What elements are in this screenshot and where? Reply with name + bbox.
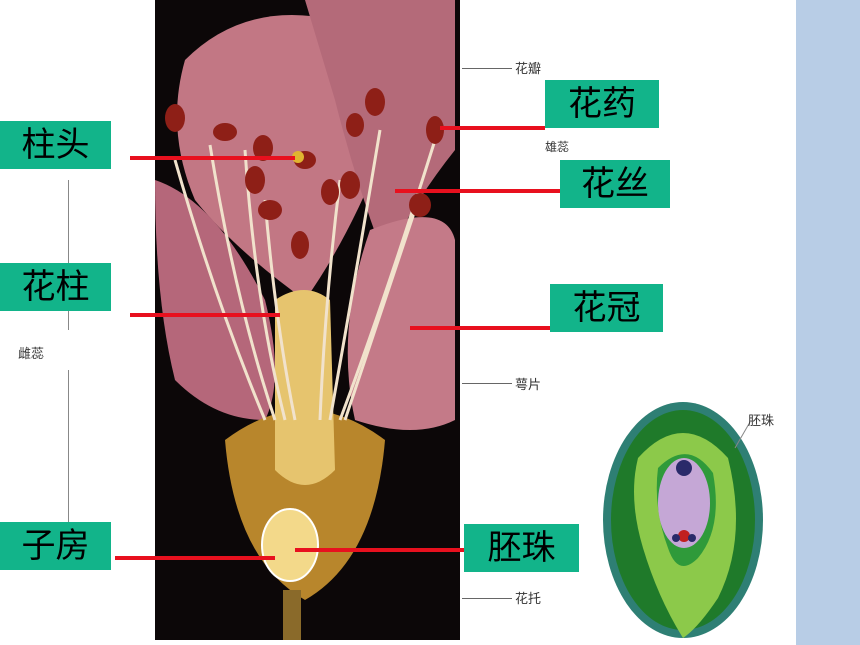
sepal-leader-line [462,383,512,384]
petal-text: 花瓣 [515,62,542,77]
side-pattern [796,0,860,645]
ovule-small-text: 胚珠 [748,414,775,429]
ovary-pointer-line [115,556,275,560]
style-pointer-line [130,313,280,317]
label-filament: 花丝 [560,160,670,208]
petal-leader-line [462,68,512,69]
label-ovule: 胚珠 [464,524,579,572]
filament-pointer-line [395,189,560,193]
pistil-text: 雌蕊 [18,347,45,362]
anther-pointer-line [440,126,545,130]
receptacle-leader-line [462,598,512,599]
label-corolla: 花冠 [550,284,663,332]
pistil-bracket-bottom [68,370,69,550]
label-stigma: 柱头 [0,121,111,169]
stamen-text: 雄蕊 [545,140,570,154]
ovule-diagram [603,402,763,638]
sepal-text: 萼片 [515,378,542,393]
stigma-pointer-line [130,156,295,160]
label-anther: 花药 [545,80,659,128]
receptacle-text: 花托 [515,592,542,607]
ovule-pointer-line [295,548,465,552]
corolla-pointer-line [410,326,550,330]
flower-cross-section-image [155,0,460,640]
label-style: 花柱 [0,263,111,311]
pistil-bracket-top [68,180,69,330]
label-ovary: 子房 [0,522,111,570]
